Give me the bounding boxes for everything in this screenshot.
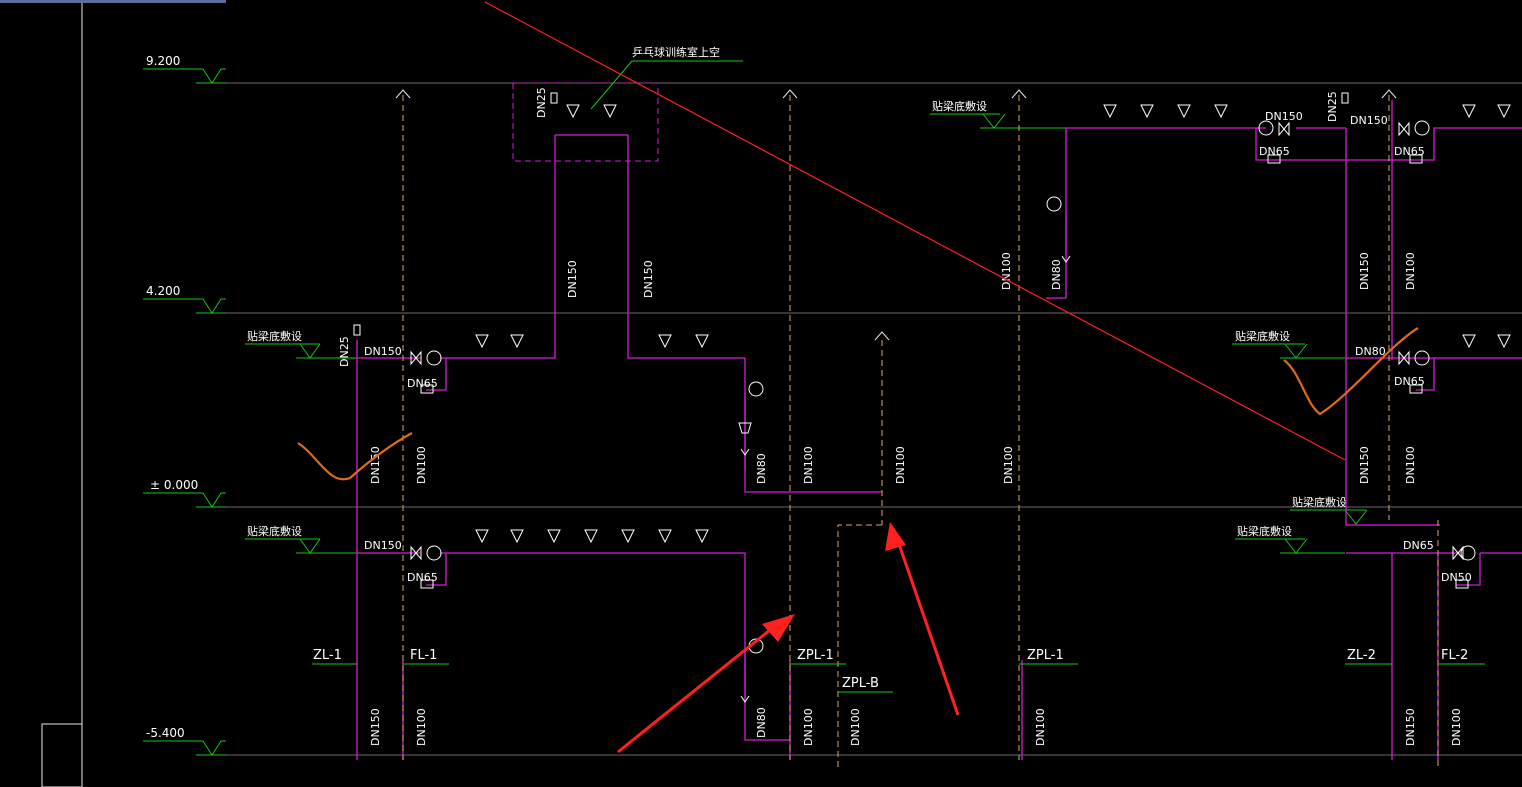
dn-label: DN150 bbox=[369, 708, 382, 746]
beam-note-left-0000: 贴梁底敷设 bbox=[245, 524, 358, 554]
dn-label: DN150 bbox=[1265, 110, 1303, 123]
beam-note-right-0000: 贴梁底敷设 bbox=[1290, 495, 1368, 525]
dn-label: DN25 bbox=[535, 87, 548, 118]
dn-label: DN65 bbox=[1394, 375, 1425, 388]
beam-note-left-4200: 贴梁底敷设 bbox=[245, 329, 358, 359]
dn-label: DN150 bbox=[1358, 446, 1371, 484]
elevation-label: ± 0.000 bbox=[150, 478, 198, 492]
markup-annotations bbox=[297, 1, 1419, 754]
elevation-label: -5.400 bbox=[146, 726, 185, 740]
dn-label: DN150 bbox=[566, 260, 579, 298]
elevation-mark-0000: ± 0.000 bbox=[143, 478, 226, 508]
pipe-tag-zl1: ZL-1 bbox=[313, 648, 342, 663]
beam-note-right-4200: 贴梁底敷设 bbox=[1232, 329, 1345, 359]
dn-label: DN65 bbox=[407, 377, 438, 390]
dn-label: DN150 bbox=[1404, 708, 1417, 746]
dn-label: DN100 bbox=[1000, 252, 1013, 290]
dn-label: DN150 bbox=[364, 345, 402, 358]
dn-label: DN65 bbox=[1394, 145, 1425, 158]
room-note: 乒乓球训练室上空 bbox=[590, 45, 743, 110]
beam-note-text: 贴梁底敷设 bbox=[1235, 329, 1290, 343]
beam-note-text: 贴梁底敷设 bbox=[1292, 495, 1347, 509]
dn-label: DN150 bbox=[642, 260, 655, 298]
dashed-risers bbox=[402, 95, 1439, 770]
dn-label: DN100 bbox=[1404, 252, 1417, 290]
dn-label: DN80 bbox=[755, 707, 768, 738]
pipe-tag-zl2: ZL-2 bbox=[1347, 648, 1376, 663]
dn-label: DN150 bbox=[369, 446, 382, 484]
elevation-mark-9200: 9.200 bbox=[143, 54, 226, 84]
dn-label: DN100 bbox=[802, 708, 815, 746]
elevation-mark-minus5400: -5.400 bbox=[143, 726, 226, 756]
dn-label: DN150 bbox=[1350, 114, 1388, 127]
dn-label: DN50 bbox=[1441, 571, 1472, 584]
elevation-mark-4200: 4.200 bbox=[143, 284, 226, 314]
valves bbox=[353, 92, 1476, 703]
dn-label: DN100 bbox=[1002, 446, 1015, 484]
pipe-tag-fl2: FL-2 bbox=[1441, 648, 1468, 663]
beam-note-right-lower: 贴梁底敷设 bbox=[1235, 524, 1345, 554]
dn-label: DN80 bbox=[755, 453, 768, 484]
pipe-tag-zpl1: ZPL-1 bbox=[797, 648, 834, 663]
dn-label: DN65 bbox=[1259, 145, 1290, 158]
pipe-tags: ZL-1 FL-1 ZPL-1 ZPL-B ZPL-1 ZL-2 FL-2 bbox=[312, 648, 1485, 693]
beam-note-text: 贴梁底敷设 bbox=[1237, 524, 1292, 538]
room-note-text: 乒乓球训练室上空 bbox=[632, 45, 720, 59]
dn-label: DN80 bbox=[1050, 259, 1063, 290]
beam-note-text: 贴梁底敷设 bbox=[932, 99, 987, 113]
dn-label: DN100 bbox=[802, 446, 815, 484]
dn-label: DN80 bbox=[1355, 345, 1386, 358]
pipe-tag-fl1: FL-1 bbox=[410, 648, 437, 663]
dn-label: DN100 bbox=[1404, 446, 1417, 484]
dn-label: DN65 bbox=[1403, 539, 1434, 552]
beam-note-upper-right: 贴梁底敷设 bbox=[930, 99, 1066, 129]
drawing-frame bbox=[0, 0, 226, 787]
elevation-label: 4.200 bbox=[146, 284, 180, 298]
dn-label: DN100 bbox=[415, 708, 428, 746]
dn-labels-horizontal: DN150 DN65 DN150 DN65 DN150 DN150 DN65 D… bbox=[364, 110, 1472, 584]
dn-labels-vertical: DN25 DN25 DN25 DN150 DN150 DN100 DN80 DN… bbox=[338, 87, 1463, 746]
elevation-label: 9.200 bbox=[146, 54, 180, 68]
beam-note-text: 贴梁底敷设 bbox=[247, 329, 302, 343]
pipe-tag-zplb: ZPL-B bbox=[842, 676, 879, 691]
dn-label: DN100 bbox=[1034, 708, 1047, 746]
dn-label: DN100 bbox=[415, 446, 428, 484]
dn-label: DN100 bbox=[1450, 708, 1463, 746]
dn-label: DN100 bbox=[849, 708, 862, 746]
beam-note-text: 贴梁底敷设 bbox=[247, 524, 302, 538]
dn-label: DN150 bbox=[1358, 252, 1371, 290]
floor-lines bbox=[226, 82, 1522, 756]
dn-label: DN100 bbox=[894, 446, 907, 484]
dn-label: DN65 bbox=[407, 571, 438, 584]
pipe-network bbox=[356, 82, 1522, 760]
dn-label: DN25 bbox=[338, 336, 351, 367]
dn-label: DN150 bbox=[364, 539, 402, 552]
dn-label: DN25 bbox=[1326, 91, 1339, 122]
pipe-tag-zpl1-right: ZPL-1 bbox=[1027, 648, 1064, 663]
riser-arrows bbox=[395, 89, 1397, 341]
sprinkler-heads bbox=[475, 104, 1511, 544]
